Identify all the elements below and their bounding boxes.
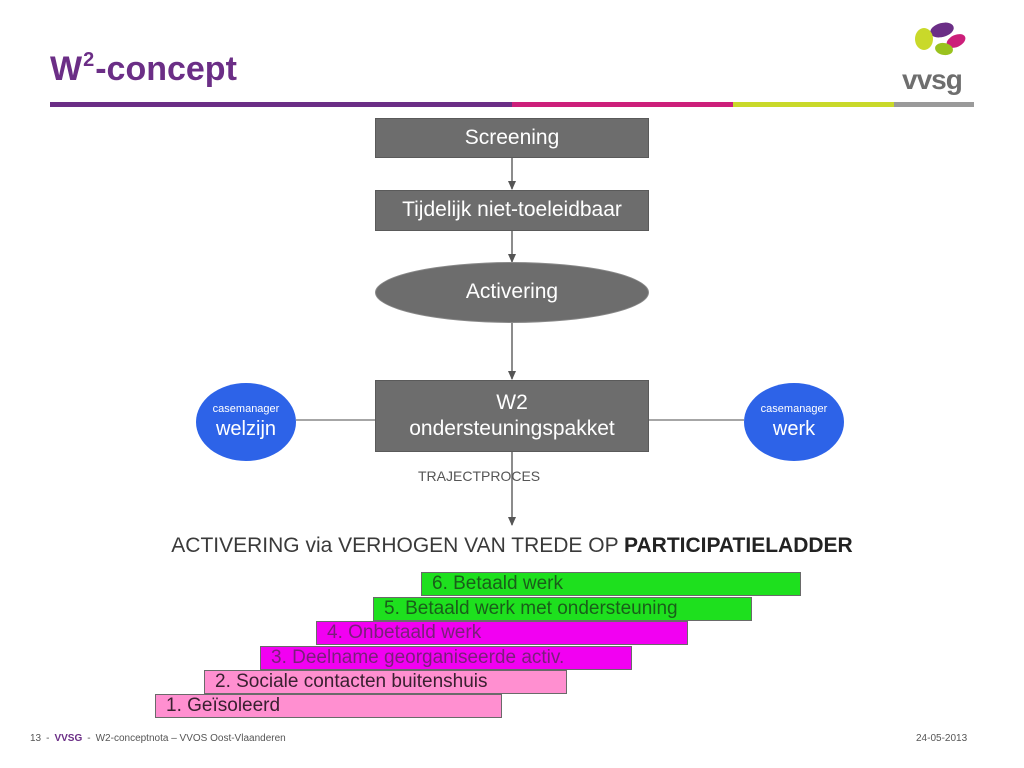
ladder-step-1: 1. Geïsoleerd	[155, 694, 502, 718]
node-tijdelijk-label: Tijdelijk niet-toeleidbaar	[402, 198, 622, 222]
ladder-step-6-label: 6. Betaald werk	[432, 573, 563, 594]
participation-headline: ACTIVERING via VERHOGEN VAN TREDE OP PAR…	[0, 534, 1024, 558]
title-bar-lime	[733, 102, 894, 107]
node-tijdelijk-niet-toeleidbaar: Tijdelijk niet-toeleidbaar	[375, 190, 649, 231]
trajectproces-label: TRAJECTPROCES	[418, 468, 541, 484]
ladder-step-5-label: 5. Betaald werk met ondersteuning	[384, 598, 678, 619]
node-activering: Activering	[375, 262, 649, 323]
footer-separator-1: -	[46, 733, 50, 744]
casemanager-werk-domain: werk	[772, 417, 816, 440]
headline-bold: PARTICIPATIELADDER	[624, 534, 853, 557]
ladder-step-4-label: 4. Onbetaald werk	[327, 622, 482, 643]
casemanager-welzijn-domain: welzijn	[215, 417, 277, 440]
node-activering-label: Activering	[465, 280, 559, 304]
title-bar-magenta	[512, 102, 733, 107]
node-screening-label: Screening	[464, 125, 560, 149]
footer-date: 24-05-2013	[916, 733, 968, 744]
ladder-step-3: 3. Deelname georganiseerde activ.	[260, 646, 632, 670]
logo-text: vvsg	[902, 64, 962, 95]
footer-separator-2: -	[87, 733, 91, 744]
node-screening: Screening	[375, 118, 649, 158]
node-w2-label-line1: W2	[496, 390, 528, 414]
ladder-step-3-label: 3. Deelname georganiseerde activ.	[271, 647, 565, 668]
title-bar-grey	[894, 102, 974, 107]
casemanager-werk-role: casemanager	[760, 403, 828, 416]
headline-normal: ACTIVERING via VERHOGEN VAN TREDE OP	[171, 534, 625, 557]
ladder-step-5: 5. Betaald werk met ondersteuning	[373, 597, 752, 621]
footer-brand: VVSG	[54, 733, 83, 744]
casemanager-welzijn-role: casemanager	[212, 403, 280, 416]
flower-petals-icon	[915, 22, 966, 56]
node-w2-label-line2: ondersteuningspakket	[409, 417, 615, 440]
ladder-step-2: 2. Sociale contacten buitenshuis	[204, 670, 567, 694]
ladder-step-6: 6. Betaald werk	[421, 572, 801, 596]
node-w2-ondersteuningspakket: W2 ondersteuningspakket	[375, 380, 649, 452]
ladder-step-4: 4. Onbetaald werk	[316, 621, 688, 645]
ladder-step-1-label: 1. Geïsoleerd	[166, 695, 281, 716]
footer-page-number: 13	[30, 733, 42, 744]
vvsg-logo: vvsg	[902, 22, 966, 95]
ladder-step-2-label: 2. Sociale contacten buitenshuis	[215, 671, 488, 692]
footer-document: W2-conceptnota – VVOS Oost-Vlaanderen	[95, 733, 286, 744]
page-title: W2-concept	[50, 49, 237, 88]
title-bar-purple	[50, 102, 512, 107]
footer: 13-VVSG-W2-conceptnota – VVOS Oost-Vlaan…	[30, 733, 286, 744]
casemanager-werk: casemanager werk	[744, 383, 844, 461]
casemanager-welzijn: casemanager welzijn	[196, 383, 296, 461]
